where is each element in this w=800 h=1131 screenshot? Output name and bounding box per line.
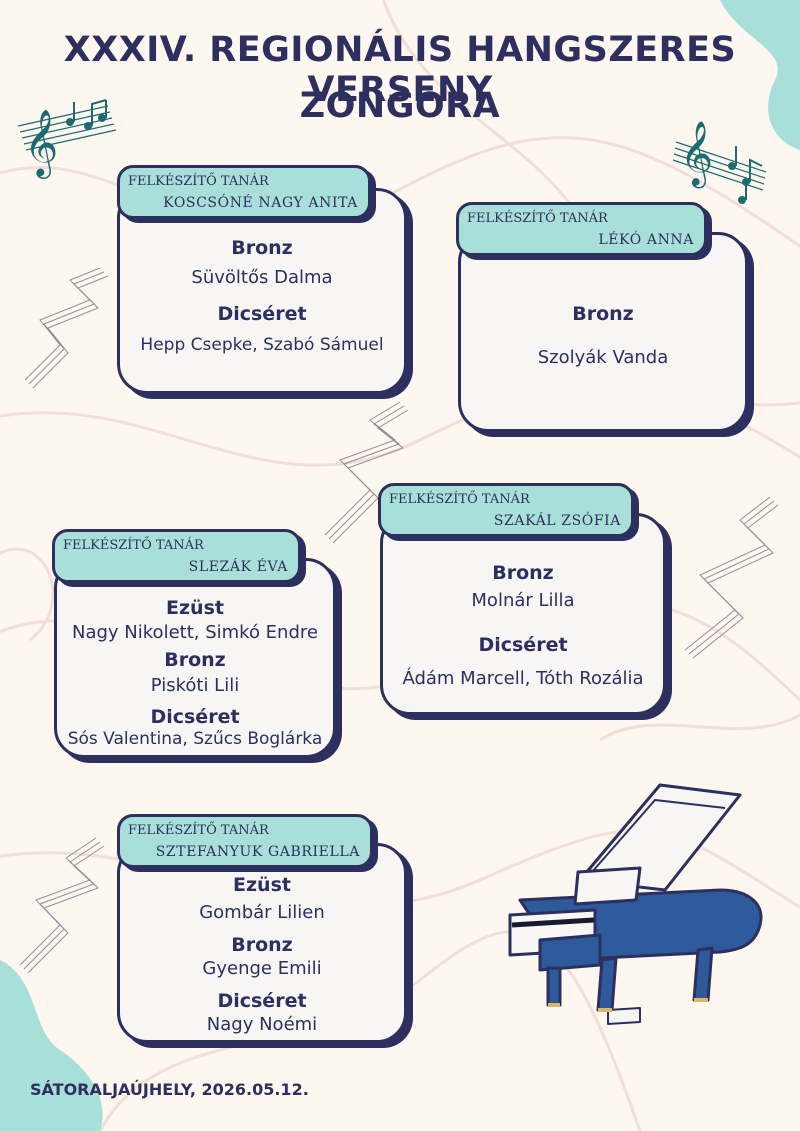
award-label: Bronz xyxy=(164,649,226,671)
teacher-label: FELKÉSZÍTŐ TANÁR xyxy=(389,492,530,507)
result-card-leko: Bronz Szolyák Vanda xyxy=(458,232,748,432)
page-subtitle: ZONGORA xyxy=(299,86,501,126)
teacher-label: FELKÉSZÍTŐ TANÁR xyxy=(63,538,204,553)
student-names: Piskóti Lili xyxy=(150,675,240,696)
page-title: XXXIV. REGIONÁLIS HANGSZERES VERSENY xyxy=(63,30,737,110)
teacher-name: SZTEFANYUK GABRIELLA xyxy=(155,844,360,860)
teacher-tag-koscsone: FELKÉSZÍTŐ TANÁR KOSCSÓNÉ NAGY ANITA xyxy=(117,165,371,219)
award-label: Ezüst xyxy=(166,597,224,619)
student-names: Gombár Lilien xyxy=(199,902,325,923)
grand-piano-icon xyxy=(508,783,763,1025)
teacher-name: KOSCSÓNÉ NAGY ANITA xyxy=(163,195,358,211)
result-card-szakal: Bronz Molnár Lilla Dicséret Ádám Marcell… xyxy=(380,513,666,715)
student-names: Ádám Marcell, Tóth Rozália xyxy=(402,668,644,689)
award-label: Dicséret xyxy=(478,634,568,656)
svg-text:𝄞: 𝄞 xyxy=(680,121,713,188)
teacher-label: FELKÉSZÍTŐ TANÁR xyxy=(128,174,269,189)
student-names: Szolyák Vanda xyxy=(537,347,669,368)
award-label: Dicséret xyxy=(217,990,307,1012)
teal-blob-top-right xyxy=(720,0,800,150)
student-names: Süvöltős Dalma xyxy=(191,267,333,288)
teacher-tag-sztefanyuk: FELKÉSZÍTŐ TANÁR SZTEFANYUK GABRIELLA xyxy=(117,814,373,868)
student-names: Nagy Nikolett, Simkó Endre xyxy=(72,622,318,643)
music-staff-ribbon-icon xyxy=(19,837,105,974)
music-staff-ribbon-icon xyxy=(24,267,109,389)
footer-place-date: SÁTORALJAÚJHELY, 2026.05.12. xyxy=(30,1080,309,1099)
student-names: Sós Valentina, Szűcs Boglárka xyxy=(67,729,323,749)
student-names: Molnár Lilla xyxy=(471,590,575,611)
student-names: Hepp Csepke, Szabó Sámuel xyxy=(140,335,384,355)
teacher-label: FELKÉSZÍTŐ TANÁR xyxy=(128,823,269,838)
student-names: Nagy Noémi xyxy=(206,1014,318,1035)
treble-clef-notes-icon: 𝄞 xyxy=(17,99,117,179)
result-card-koscsone: Bronz Süvöltős Dalma Dicséret Hepp Csepk… xyxy=(117,188,407,394)
music-staff-ribbon-icon xyxy=(684,496,779,659)
svg-text:𝄞: 𝄞 xyxy=(24,108,58,179)
treble-clef-notes-icon: 𝄞 xyxy=(672,121,767,204)
award-label: Dicséret xyxy=(217,303,307,325)
teacher-name: SZAKÁL ZSÓFIA xyxy=(493,513,621,529)
teacher-tag-slezak: FELKÉSZÍTŐ TANÁR SLEZÁK ÉVA xyxy=(52,529,301,583)
music-staff-ribbon-icon xyxy=(324,401,409,544)
award-label: Bronz xyxy=(231,934,293,956)
teacher-name: SLEZÁK ÉVA xyxy=(188,559,288,575)
award-label: Ezüst xyxy=(233,874,291,896)
award-label: Dicséret xyxy=(150,706,240,728)
teacher-tag-szakal: FELKÉSZÍTŐ TANÁR SZAKÁL ZSÓFIA xyxy=(378,483,634,537)
teal-blob-bottom-left xyxy=(0,960,103,1131)
student-names: Gyenge Emili xyxy=(202,958,322,979)
teacher-label: FELKÉSZÍTŐ TANÁR xyxy=(467,211,608,226)
teacher-name: LÉKÓ ANNA xyxy=(598,232,694,248)
teacher-tag-leko: FELKÉSZÍTŐ TANÁR LÉKÓ ANNA xyxy=(456,202,707,256)
award-label: Bronz xyxy=(572,303,634,325)
award-label: Bronz xyxy=(231,237,293,259)
award-label: Bronz xyxy=(492,562,554,584)
result-card-sztefanyuk: Ezüst Gombár Lilien Bronz Gyenge Emili D… xyxy=(117,843,407,1043)
result-card-slezak: Ezüst Nagy Nikolett, Simkó Endre Bronz P… xyxy=(54,558,336,758)
